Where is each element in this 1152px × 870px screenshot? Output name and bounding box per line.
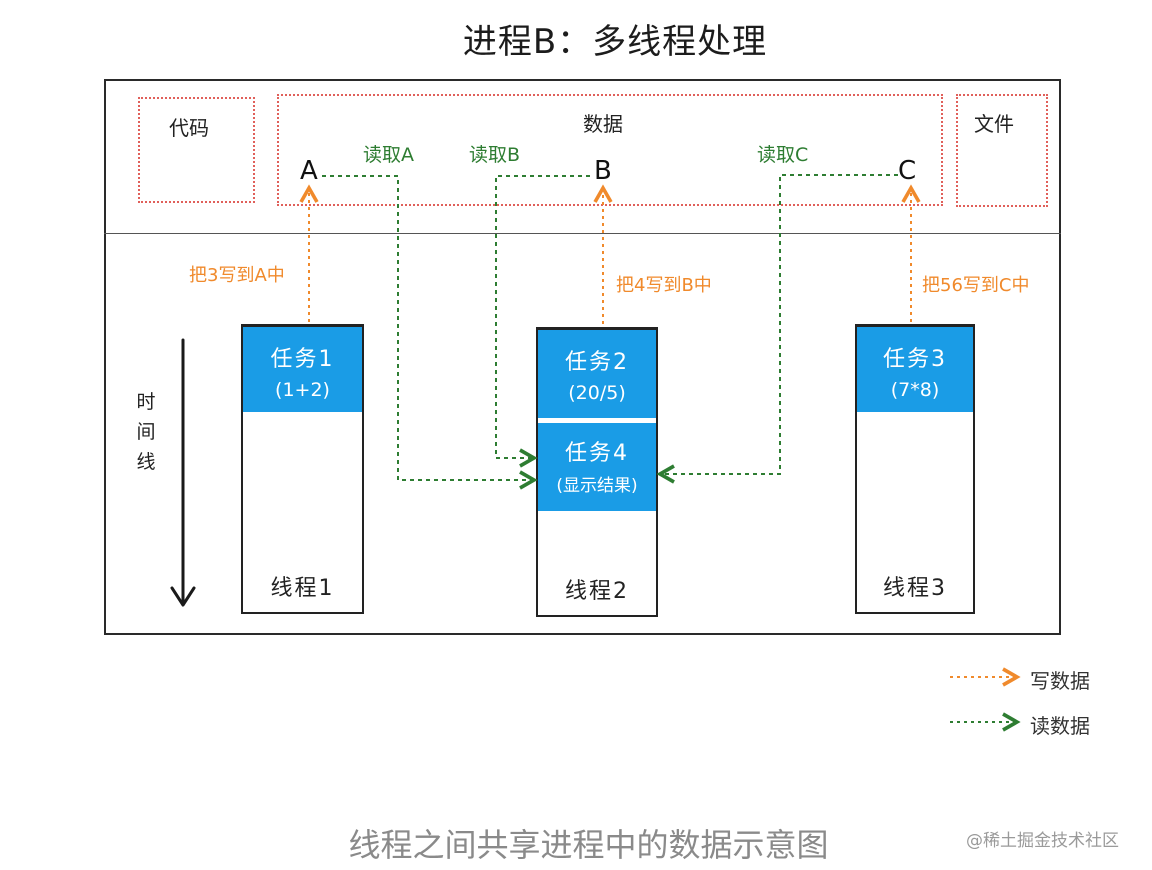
file-segment-label: 文件 [974, 112, 1014, 136]
task-expression: (1+2) [275, 379, 330, 401]
thread-1-column: 任务1 (1+2) 线程1 [241, 324, 364, 614]
read-arrow-c [656, 174, 898, 484]
legend-write-label: 写数据 [1030, 669, 1090, 693]
legend-read-label: 读数据 [1030, 714, 1090, 738]
process-boundary [104, 79, 1061, 635]
timeline-label: 时间线 [136, 391, 156, 473]
read-a-label: 读取A [363, 144, 414, 166]
task-4-block: 任务4 (显示结果) [538, 423, 656, 511]
file-segment-box [956, 94, 1048, 207]
task-expression: (20/5) [568, 382, 626, 404]
task-expression: (7*8) [890, 379, 940, 401]
task-name: 任务1 [270, 347, 335, 372]
variable-a: A [300, 156, 318, 186]
task-name: 任务3 [883, 347, 947, 372]
task-expression: (显示结果) [556, 476, 638, 496]
diagram-title: 进程B：多线程处理 [462, 22, 768, 62]
read-b-label: 读取B [469, 144, 521, 166]
thread-name: 线程2 [565, 579, 629, 604]
write-c-label: 把56写到C中 [922, 275, 1030, 296]
task-2-block: 任务2 (20/5) [538, 330, 656, 418]
task-1-block: 任务1 (1+2) [243, 327, 362, 412]
task-3-block: 任务3 (7*8) [857, 327, 973, 412]
watermark: @稀土掘金技术社区 [966, 831, 1119, 851]
variable-c: C [898, 156, 917, 186]
variable-b: B [594, 156, 612, 186]
task-name: 任务2 [565, 350, 629, 375]
data-segment-box [277, 94, 943, 206]
thread-name: 线程1 [270, 576, 335, 601]
code-segment-label: 代码 [169, 116, 209, 140]
read-c-label: 读取C [757, 144, 809, 166]
thread-3-column: 任务3 (7*8) 线程3 [855, 324, 975, 614]
write-a-label: 把3写到A中 [189, 265, 285, 286]
thread-name: 线程3 [883, 576, 947, 601]
thread-2-column: 任务2 (20/5) 任务4 (显示结果) 线程2 [536, 327, 658, 617]
write-b-label: 把4写到B中 [616, 275, 712, 296]
code-segment-box [138, 97, 255, 203]
read-arrow-b [495, 175, 590, 468]
memory-divider [104, 233, 1061, 234]
task-name: 任务4 [565, 441, 629, 466]
read-arrow-a [322, 175, 538, 490]
figure-caption: 线程之间共享进程中的数据示意图 [348, 826, 829, 864]
data-segment-label: 数据 [583, 112, 623, 136]
timeline-arrowhead [170, 586, 196, 607]
